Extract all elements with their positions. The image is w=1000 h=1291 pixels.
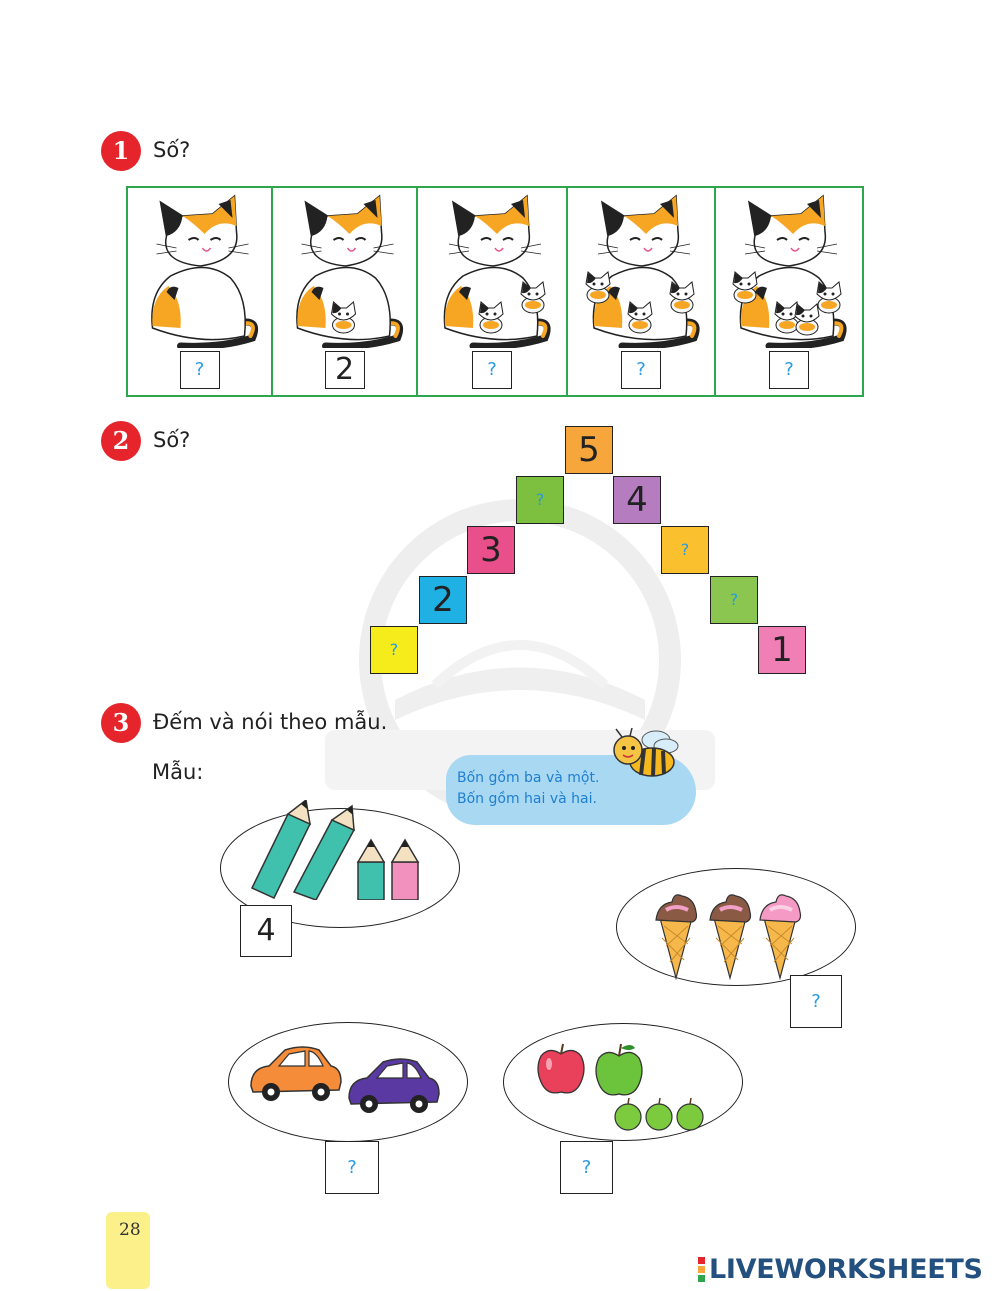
stair-step-7[interactable]: ? [661,526,709,574]
speech-line-1: Bốn gồm ba và một. [457,770,600,786]
sample-label: Mẫu: [152,760,204,784]
small-green-apple-icon [614,1097,642,1131]
liveworksheets-logo: LIVEWORKSHEETS [697,1254,983,1285]
group-oval-pencils [220,808,460,928]
answer-box-2[interactable]: 2 [324,351,365,389]
small-pencil-icon [356,838,386,900]
cat-illustration [732,194,847,348]
answer-box-apples[interactable]: ? [560,1141,613,1194]
stair-step-1[interactable]: ? [370,626,418,674]
big-pencil-icon [292,804,356,900]
icecream-illustration [655,894,802,980]
pencils-illustration [250,800,420,900]
apples-illustration [537,1043,704,1131]
live-blocks-icon [697,1256,706,1283]
stair-step-5: 5 [565,426,613,474]
speech-line-2: Bốn gồm hai và hai. [457,791,597,807]
cat-illustration [443,194,551,348]
page-number: 28 [119,1220,141,1240]
icecream-icon [759,894,802,980]
section-2-badge: 2 [101,421,141,461]
cat-cell-5: ? [716,188,862,395]
cat-cell-3: ? [418,188,568,395]
cat-illustration [585,194,700,348]
cat-illustration [296,194,404,348]
cat-cell-4: ? [568,188,716,395]
stair-step-6: 4 [613,476,661,524]
answer-box-1[interactable]: ? [179,351,220,389]
bee-icon [613,727,679,777]
cat-illustration [151,194,259,348]
small-green-apple-icon [645,1097,673,1131]
small-pencil-icon [390,838,420,900]
section-3-badge: 3 [101,703,141,743]
answer-box-3[interactable]: ? [472,351,512,389]
group-oval-icecream [616,868,856,986]
page-number-tab [106,1212,150,1289]
green-apple-icon [595,1043,643,1096]
stair-step-2: 2 [419,576,467,624]
section-2-title: Số? [153,428,191,452]
cat-cell-1: ? [128,188,273,395]
big-pencil-icon [250,800,312,899]
stair-step-9: 1 [758,626,806,674]
answer-box-icecream[interactable]: ? [790,975,842,1028]
purple-car-icon [348,1058,440,1113]
stair-step-3: 3 [467,526,515,574]
icecream-icon [709,894,752,980]
icecream-icon [655,894,698,980]
section-1-title: Số? [153,138,191,162]
stair-step-4[interactable]: ? [516,476,564,524]
red-apple-icon [537,1043,585,1094]
cars-illustration [250,1046,440,1113]
orange-car-icon [250,1046,342,1101]
cat-cell-2: 2 [273,188,418,395]
stair-step-8[interactable]: ? [710,576,758,624]
answer-box-cars[interactable]: ? [325,1141,379,1194]
liveworksheets-brand: LIVEWORKSHEETS [709,1254,983,1285]
answer-box-5[interactable]: ? [769,351,809,389]
answer-box-pencils[interactable]: 4 [240,905,292,957]
section-3-title: Đếm và nói theo mẫu. [153,710,388,734]
group-oval-apples [503,1023,743,1141]
answer-box-4[interactable]: ? [621,351,661,389]
cats-grid: ? 2 ? ? ? [126,186,864,397]
small-green-apple-icon [676,1097,704,1131]
section-1-badge: 1 [101,131,141,171]
